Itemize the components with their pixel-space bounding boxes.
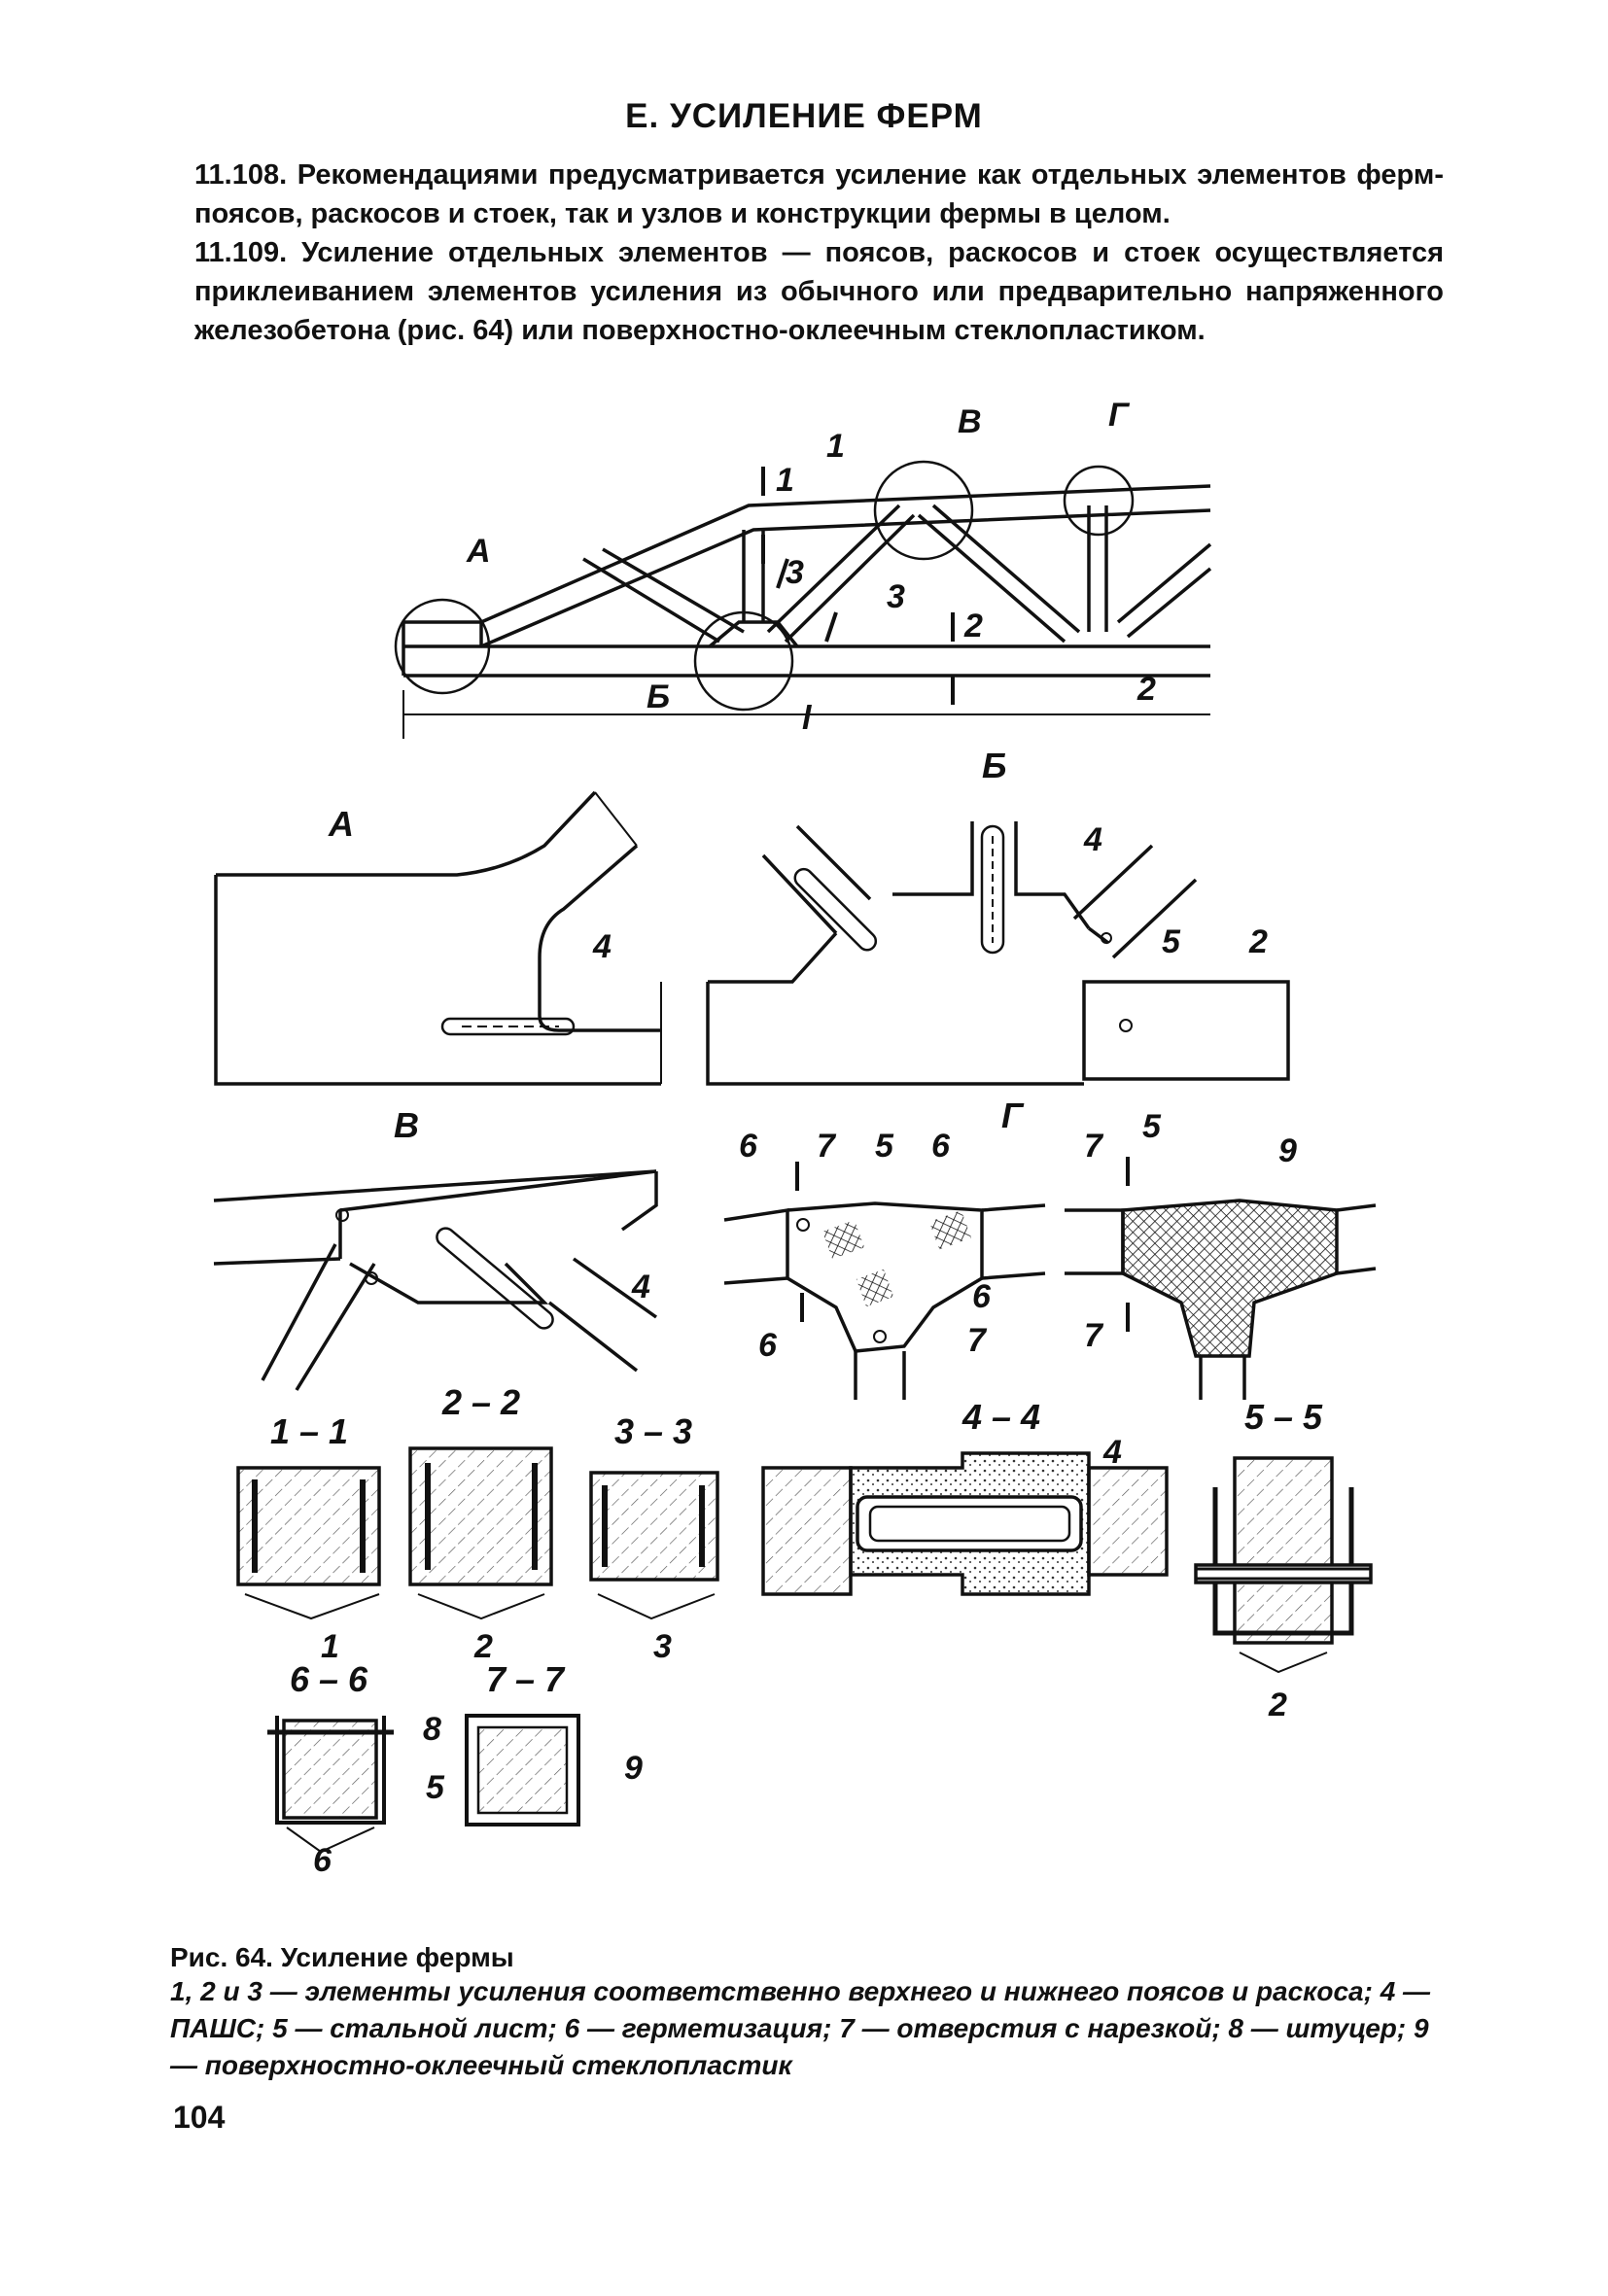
label-detail-B: Б [647, 678, 670, 715]
label-2: 2 [1248, 923, 1268, 960]
figure-caption-title: Рис. 64. Усиление фермы [170, 1942, 514, 1972]
section-heading: Е. УСИЛЕНИЕ ФЕРМ [625, 97, 983, 135]
detail-B [706, 821, 1290, 1086]
label-detail-G: Г [1108, 397, 1131, 434]
label-7: 7 [1084, 1128, 1104, 1165]
label-4: 4 [1102, 1434, 1122, 1471]
label-element-2: 2 [1136, 671, 1156, 708]
label-5: 5 [1162, 923, 1181, 960]
label-element-3: 3 [887, 578, 905, 615]
label-4: 4 [592, 928, 612, 965]
paragraph-11-108: 11.108. Рекомендациями предусматривается… [194, 156, 1444, 233]
detail-A-title: А [328, 804, 354, 844]
label-2: 2 [1268, 1687, 1287, 1723]
detail-G-title: Г [1001, 1096, 1025, 1135]
label-5: 5 [1142, 1108, 1162, 1145]
section-6-6 [267, 1716, 394, 1854]
section-4-4 [761, 1451, 1169, 1596]
truss-labels: А Б В Г l 1 2 3 1 2 3 [466, 397, 1156, 737]
label-span: l [802, 700, 813, 737]
label-4: 4 [631, 1269, 650, 1305]
label-9: 9 [624, 1750, 643, 1787]
label-4: 4 [1083, 821, 1102, 858]
label-5: 5 [875, 1128, 894, 1165]
detail-V-title: В [394, 1105, 419, 1145]
label-2: 2 [473, 1628, 493, 1665]
label-detail-A: А [466, 533, 491, 570]
section-title-2-2: 2 – 2 [441, 1382, 520, 1422]
label-7: 7 [967, 1322, 988, 1359]
label-cut-2: 2 [963, 608, 983, 644]
label-3: 3 [653, 1628, 672, 1665]
truss-overview [394, 460, 1212, 739]
section-title-5-5: 5 – 5 [1244, 1397, 1323, 1437]
section-1-1 [236, 1466, 381, 1620]
section-7-7 [465, 1714, 580, 1826]
figure-caption-legend: 1, 2 и 3 — элементы усиления соответстве… [170, 1976, 1431, 2080]
section-title-3-3: 3 – 3 [614, 1411, 692, 1451]
label-7: 7 [1084, 1317, 1104, 1354]
label-6: 6 [758, 1327, 778, 1364]
label-element-1: 1 [826, 428, 845, 465]
label-5: 5 [426, 1769, 445, 1806]
section-3-3 [589, 1471, 719, 1620]
paragraph-number: 11.109. [194, 237, 288, 268]
label-8: 8 [423, 1711, 441, 1748]
label-7: 7 [817, 1128, 837, 1165]
detail-B-title: Б [982, 746, 1007, 785]
label-6: 6 [739, 1128, 758, 1165]
detail-A [214, 790, 662, 1086]
paragraph-11-109: 11.109. Усиление отдельных элементов — п… [194, 233, 1444, 350]
detail-V [213, 1169, 658, 1391]
label-detail-V: В [958, 403, 982, 440]
section-title-4-4: 4 – 4 [961, 1397, 1040, 1437]
page-number: 104 [173, 2100, 226, 2135]
section-2-2 [408, 1446, 553, 1620]
detail-G [723, 1157, 1377, 1400]
label-1: 1 [321, 1628, 339, 1665]
label-9: 9 [1278, 1132, 1297, 1169]
section-5-5 [1194, 1456, 1373, 1674]
section-title-6-6: 6 – 6 [290, 1659, 368, 1699]
label-6: 6 [931, 1128, 951, 1165]
label-6: 6 [972, 1278, 992, 1315]
section-title-1-1: 1 – 1 [270, 1411, 348, 1451]
label-6: 6 [313, 1842, 332, 1879]
paragraph-number: 11.108. [194, 159, 288, 191]
paragraph-text: Усиление отдельных элементов — поясов, р… [194, 237, 1444, 346]
section-title-7-7: 7 – 7 [486, 1659, 566, 1699]
paragraph-text: Рекомендациями предусматривается усилени… [194, 159, 1444, 229]
label-cut-3: 3 [786, 554, 804, 591]
label-cut-1: 1 [776, 462, 794, 499]
